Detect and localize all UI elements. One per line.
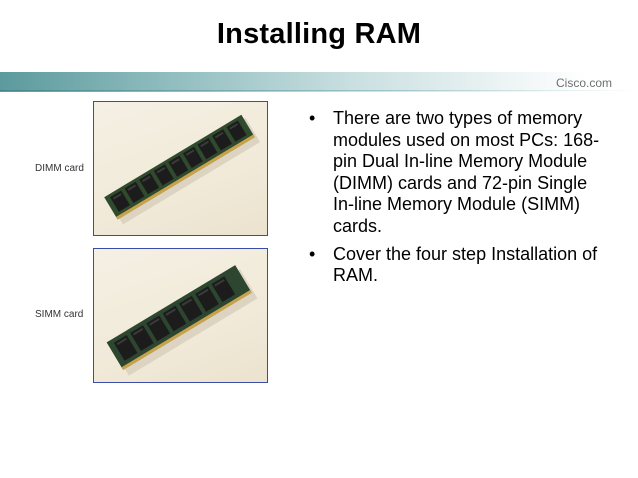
bullet-text: There are two types of memory modules us…: [333, 108, 600, 236]
slide-title: Installing RAM: [216, 18, 422, 50]
dimm-card-photo: [93, 101, 268, 236]
bullet-dot-icon: •: [309, 243, 316, 264]
bullet-list: • There are two types of memory modules …: [309, 108, 601, 293]
bullet-item: • Cover the four step Installation of RA…: [309, 244, 601, 287]
simm-card-label: SIMM card: [35, 309, 84, 320]
simm-card-photo: [93, 248, 268, 383]
bullet-item: • There are two types of memory modules …: [309, 108, 601, 238]
header-bar: [0, 72, 638, 92]
brand-logo-text: Cisco.com: [555, 76, 612, 90]
dimm-card-label: DIMM card: [35, 163, 84, 174]
simm-module-illustration: [106, 265, 258, 376]
header-bar-line: [0, 90, 638, 91]
bullet-text: Cover the four step Installation of RAM.: [333, 243, 598, 286]
bullet-dot-icon: •: [309, 108, 316, 128]
dimm-module-illustration: [104, 114, 261, 225]
